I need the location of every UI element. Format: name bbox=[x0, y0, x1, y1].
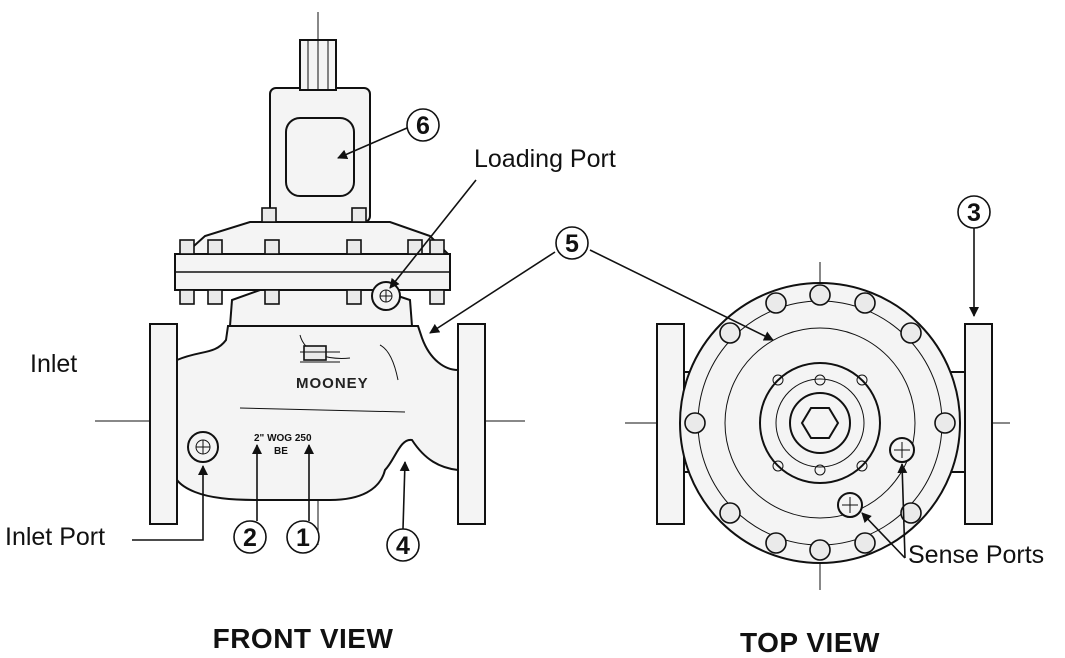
callout-4: 4 bbox=[396, 532, 410, 560]
top-right-flange bbox=[964, 323, 993, 525]
top-bolts bbox=[684, 284, 956, 561]
front-valve-body bbox=[176, 325, 459, 501]
front-view: MOONEY 2" WOG 250 BE bbox=[95, 12, 525, 545]
front-housing-window bbox=[285, 117, 355, 197]
callouts: 6 Loading Port 5 3 Inlet Inlet Port 2 1 … bbox=[5, 108, 1044, 569]
size-rating-marking: 2" WOG 250 bbox=[254, 433, 312, 444]
front-right-flange bbox=[457, 323, 486, 525]
top-hex-nut bbox=[800, 407, 840, 439]
callout-1-circle bbox=[286, 520, 320, 554]
inlet-label: Inlet bbox=[30, 350, 77, 378]
sub-marking: BE bbox=[274, 446, 288, 457]
front-diaphragm-cap bbox=[182, 221, 451, 255]
callout-5: 5 bbox=[565, 230, 579, 258]
callout-6-circle bbox=[406, 108, 440, 142]
front-view-title: FRONT VIEW bbox=[213, 623, 394, 654]
callout-1: 1 bbox=[296, 524, 310, 552]
callout-2-circle bbox=[233, 520, 267, 554]
sense-ports-label: Sense Ports bbox=[908, 541, 1044, 569]
top-view-title: TOP VIEW bbox=[740, 627, 880, 658]
top-view bbox=[625, 262, 1010, 590]
callout-2: 2 bbox=[243, 524, 257, 552]
front-left-flange bbox=[149, 323, 178, 525]
callout-6: 6 bbox=[416, 112, 430, 140]
callout-3: 3 bbox=[967, 199, 981, 227]
inlet-port-label: Inlet Port bbox=[5, 523, 105, 551]
brand-marking: MOONEY bbox=[296, 375, 369, 392]
loading-port-label: Loading Port bbox=[474, 145, 616, 173]
callout-5-circle bbox=[555, 226, 589, 260]
